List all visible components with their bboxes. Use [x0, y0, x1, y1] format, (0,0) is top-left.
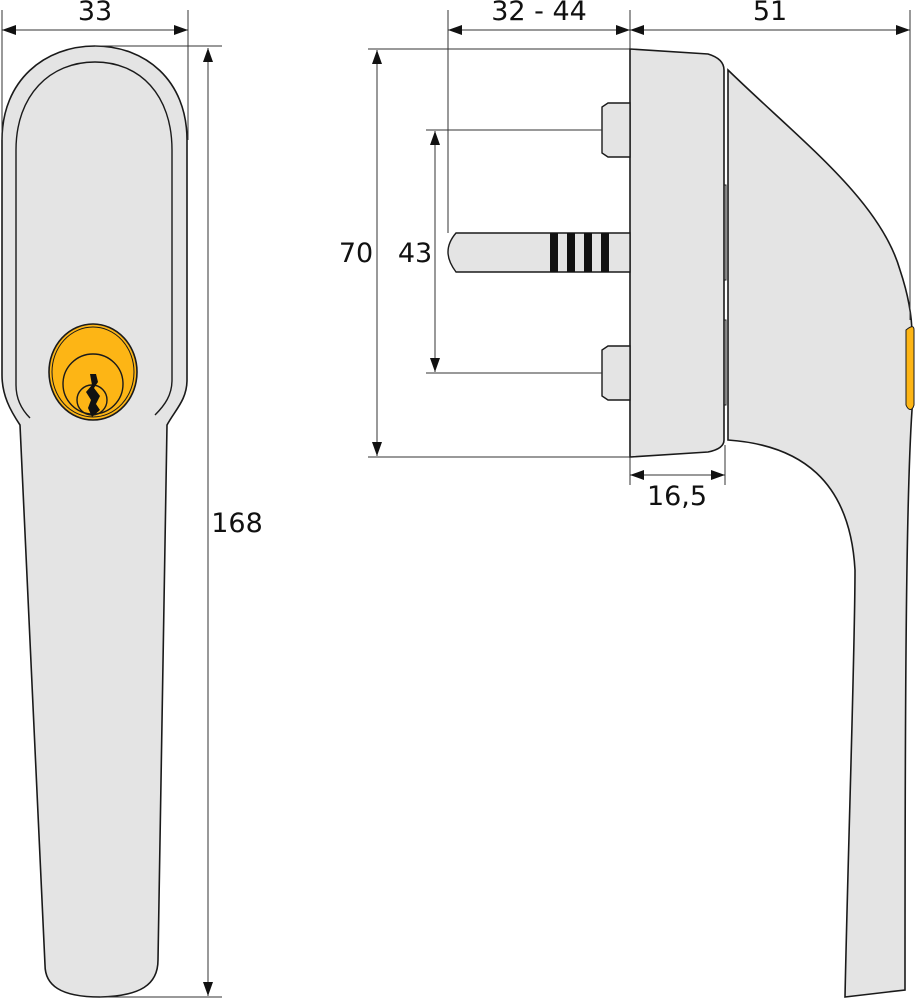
front-view: [1, 45, 188, 998]
lock-cylinder: [48, 323, 138, 421]
rosette: [629, 48, 725, 458]
dim-front-width: 33: [78, 0, 112, 27]
screw-top: [601, 102, 631, 158]
dim-rosette-depth: 16,5: [647, 481, 707, 512]
dim-handle-depth: 51: [753, 0, 787, 27]
dim-spindle-length: 32 - 44: [491, 0, 587, 27]
side-view: [447, 48, 915, 998]
front-outline: [1, 45, 188, 998]
side-cylinder: [905, 326, 915, 410]
front-inner-line: [15, 61, 173, 416]
dim-screw-spacing: 43: [398, 238, 432, 269]
keyhole-icon: [86, 374, 100, 417]
dim-rosette-height: 70: [339, 238, 373, 269]
dimension-lines: [1, 10, 911, 998]
handle-lever: [727, 68, 913, 998]
dimension-labels: 33 168 32 - 44 51 70 43 16,5: [78, 0, 787, 539]
dim-total-height: 168: [211, 508, 263, 539]
screw-bottom: [601, 345, 631, 401]
